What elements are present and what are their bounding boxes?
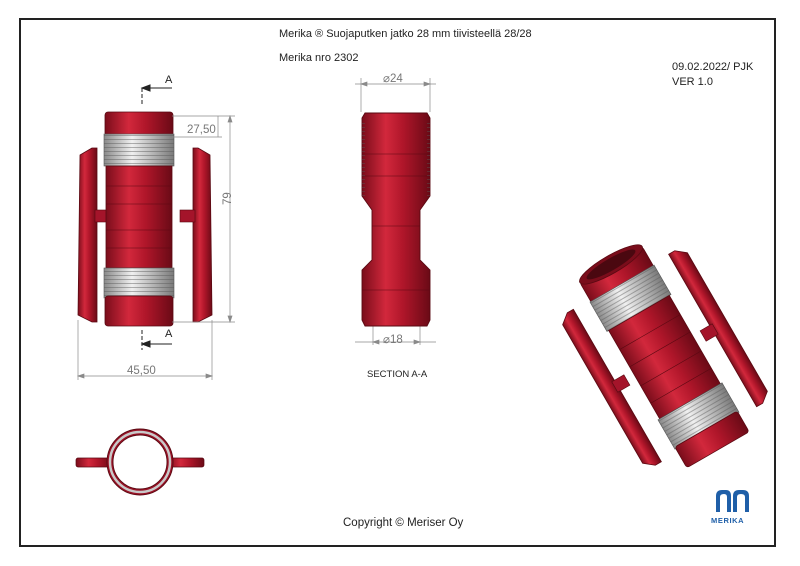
inner-diameter-value: 18 [389,334,403,346]
dimension-inner-diameter: ⌀18 [383,334,403,346]
part-number: Merika nro 2302 [279,52,359,64]
section-marker-bottom: A [165,328,173,340]
isometric-view [562,244,768,468]
outer-diameter-value: 24 [389,73,403,85]
merika-logo-icon [716,490,749,512]
version-label: VER 1.0 [672,76,713,88]
top-view [75,428,205,496]
dimension-lines [76,78,436,380]
logo-wordmark: MERIKA [711,516,745,525]
drawing-frame [19,18,776,547]
section-view-label: SECTION A-A [367,369,428,380]
dimension-total-length: 79 [222,192,234,205]
copyright-notice: Copyright © Meriser Oy [343,517,464,529]
date-author: 09.02.2022/ PJK [672,61,754,73]
drawing-title: Merika ® Suojaputken jatko 28 mm tiivist… [279,28,532,40]
dimension-outer-diameter: ⌀24 [383,73,403,85]
section-marker-lines [140,84,172,350]
section-view [361,112,431,327]
dimension-total-width: 45,50 [127,365,156,377]
dimension-top-length: 27,50 [187,124,216,136]
front-view [77,111,213,327]
section-marker-top: A [165,74,173,86]
